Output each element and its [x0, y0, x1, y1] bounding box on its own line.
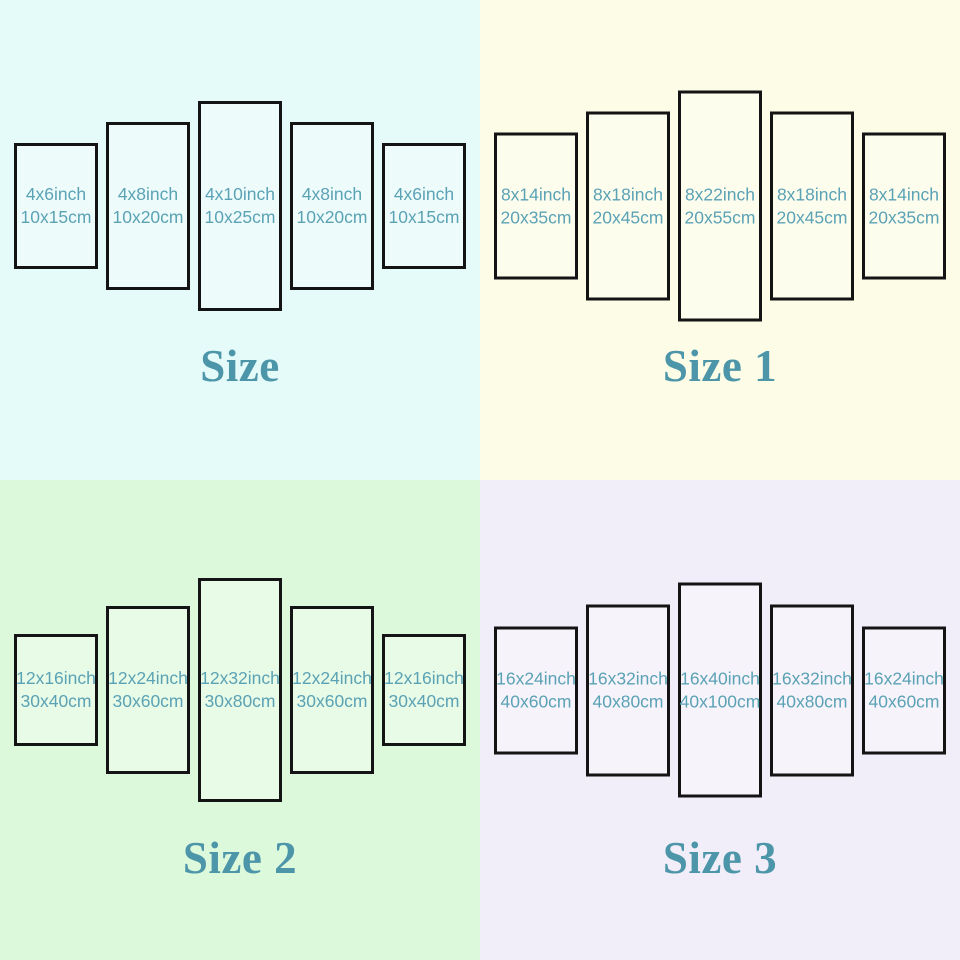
- panel-dimensions: 12x16inch 30x40cm: [384, 667, 464, 713]
- panel-size-inch: 12x16inch: [384, 668, 464, 689]
- panel-size-cm: 30x60cm: [296, 691, 368, 711]
- panel-size-inch: 8x18inch: [592, 184, 664, 205]
- panel-dimensions: 16x32inch 40x80cm: [772, 667, 852, 713]
- panel-dimensions: 16x24inch 40x60cm: [864, 667, 944, 713]
- panel-size-cm: 40x80cm: [592, 691, 664, 711]
- panel-dimensions: 8x14inch 20x35cm: [500, 183, 571, 229]
- panel-size-cm: 20x45cm: [776, 207, 848, 227]
- canvas-panel: 12x24inch 30x60cm: [290, 606, 374, 774]
- panel-size-cm: 10x20cm: [296, 207, 368, 227]
- panel-size-inch: 8x14inch: [500, 184, 572, 205]
- panel-size-cm: 40x100cm: [679, 691, 761, 711]
- panel-size-inch: 16x40inch: [680, 668, 760, 689]
- canvas-panel: 8x14inch 20x35cm: [494, 132, 578, 280]
- panel-size-cm: 40x60cm: [868, 691, 940, 711]
- quadrant-size-2: 12x16inch 30x40cm 12x24inch 30x60cm 12x3…: [0, 480, 480, 960]
- canvas-panel: 12x16inch 30x40cm: [382, 634, 466, 746]
- canvas-panel: 8x18inch 20x45cm: [770, 111, 854, 301]
- panel-size-inch: 8x14inch: [868, 184, 940, 205]
- panel-size-cm: 30x80cm: [204, 691, 276, 711]
- panel-size-cm: 20x35cm: [500, 207, 572, 227]
- panel-size-inch: 12x24inch: [108, 668, 188, 689]
- panel-dimensions: 4x10inch 10x25cm: [204, 183, 275, 229]
- panel-row: 16x24inch 40x60cm 16x32inch 40x80cm 16x4…: [494, 582, 946, 798]
- panel-size-inch: 4x6inch: [393, 184, 455, 205]
- panel-size-inch: 4x6inch: [25, 184, 87, 205]
- canvas-panel: 8x22inch 20x55cm: [678, 90, 762, 322]
- panel-dimensions: 4x8inch 10x20cm: [296, 183, 367, 229]
- panel-size-cm: 10x20cm: [112, 207, 184, 227]
- panel-dimensions: 8x14inch 20x35cm: [868, 183, 939, 229]
- panel-row: 4x6inch 10x15cm 4x8inch 10x20cm 4x10inch…: [14, 101, 466, 311]
- panel-size-inch: 8x18inch: [776, 184, 848, 205]
- panel-size-cm: 30x60cm: [112, 691, 184, 711]
- quadrant-title: Size 1: [662, 341, 778, 391]
- canvas-panel: 4x6inch 10x15cm: [382, 143, 466, 269]
- panel-dimensions: 16x32inch 40x80cm: [588, 667, 668, 713]
- panel-dimensions: 12x24inch 30x60cm: [108, 667, 188, 713]
- panel-size-cm: 20x35cm: [868, 207, 940, 227]
- panel-size-cm: 30x40cm: [20, 691, 92, 711]
- quadrant-size-1: 8x14inch 20x35cm 8x18inch 20x45cm 8x22in…: [480, 0, 960, 480]
- panel-dimensions: 8x22inch 20x55cm: [684, 183, 755, 229]
- canvas-panel: 16x24inch 40x60cm: [862, 626, 946, 754]
- panel-dimensions: 12x32inch 30x80cm: [200, 667, 280, 713]
- quadrant-title: Size 3: [662, 833, 778, 883]
- quadrant-size: 4x6inch 10x15cm 4x8inch 10x20cm 4x10inch…: [0, 0, 480, 480]
- panel-dimensions: 4x6inch 10x15cm: [388, 183, 459, 229]
- panel-size-inch: 12x32inch: [200, 668, 280, 689]
- panel-size-cm: 20x55cm: [684, 207, 756, 227]
- canvas-panel: 12x16inch 30x40cm: [14, 634, 98, 746]
- panel-dimensions: 16x40inch 40x100cm: [680, 667, 761, 713]
- canvas-panel: 16x32inch 40x80cm: [586, 604, 670, 776]
- panel-size-inch: 4x8inch: [301, 184, 363, 205]
- quadrant-title: Size: [200, 341, 280, 391]
- panel-size-inch: 12x16inch: [16, 668, 96, 689]
- canvas-panel: 8x18inch 20x45cm: [586, 111, 670, 301]
- panel-size-cm: 20x45cm: [592, 207, 664, 227]
- canvas-panel: 4x10inch 10x25cm: [198, 101, 282, 311]
- panel-size-cm: 10x15cm: [388, 207, 460, 227]
- canvas-panel: 4x8inch 10x20cm: [290, 122, 374, 290]
- panel-size-inch: 16x32inch: [772, 668, 852, 689]
- panel-dimensions: 16x24inch 40x60cm: [496, 667, 576, 713]
- panel-size-inch: 8x22inch: [684, 184, 756, 205]
- panel-dimensions: 12x24inch 30x60cm: [292, 667, 372, 713]
- panel-size-cm: 10x15cm: [20, 207, 92, 227]
- panel-size-cm: 30x40cm: [388, 691, 460, 711]
- quadrant-size-3: 16x24inch 40x60cm 16x32inch 40x80cm 16x4…: [480, 480, 960, 960]
- canvas-panel: 4x8inch 10x20cm: [106, 122, 190, 290]
- canvas-panel: 4x6inch 10x15cm: [14, 143, 98, 269]
- panel-size-inch: 12x24inch: [292, 668, 372, 689]
- panel-dimensions: 8x18inch 20x45cm: [592, 183, 663, 229]
- quadrant-title: Size 2: [182, 833, 298, 883]
- panel-size-inch: 4x10inch: [204, 184, 276, 205]
- panel-size-inch: 16x24inch: [864, 668, 944, 689]
- panel-dimensions: 8x18inch 20x45cm: [776, 183, 847, 229]
- canvas-panel: 16x24inch 40x60cm: [494, 626, 578, 754]
- panel-dimensions: 12x16inch 30x40cm: [16, 667, 96, 713]
- panel-size-cm: 40x60cm: [500, 691, 572, 711]
- panel-size-inch: 16x32inch: [588, 668, 668, 689]
- canvas-panel: 8x14inch 20x35cm: [862, 132, 946, 280]
- canvas-panel: 12x32inch 30x80cm: [198, 578, 282, 802]
- canvas-panel: 16x32inch 40x80cm: [770, 604, 854, 776]
- canvas-panel: 16x40inch 40x100cm: [678, 582, 762, 798]
- panel-dimensions: 4x8inch 10x20cm: [112, 183, 183, 229]
- panel-row: 12x16inch 30x40cm 12x24inch 30x60cm 12x3…: [14, 578, 466, 802]
- panel-size-cm: 10x25cm: [204, 207, 276, 227]
- panel-size-inch: 16x24inch: [496, 668, 576, 689]
- panel-size-cm: 40x80cm: [776, 691, 848, 711]
- panel-size-inch: 4x8inch: [117, 184, 179, 205]
- panel-row: 8x14inch 20x35cm 8x18inch 20x45cm 8x22in…: [494, 90, 946, 322]
- canvas-panel: 12x24inch 30x60cm: [106, 606, 190, 774]
- panel-dimensions: 4x6inch 10x15cm: [20, 183, 91, 229]
